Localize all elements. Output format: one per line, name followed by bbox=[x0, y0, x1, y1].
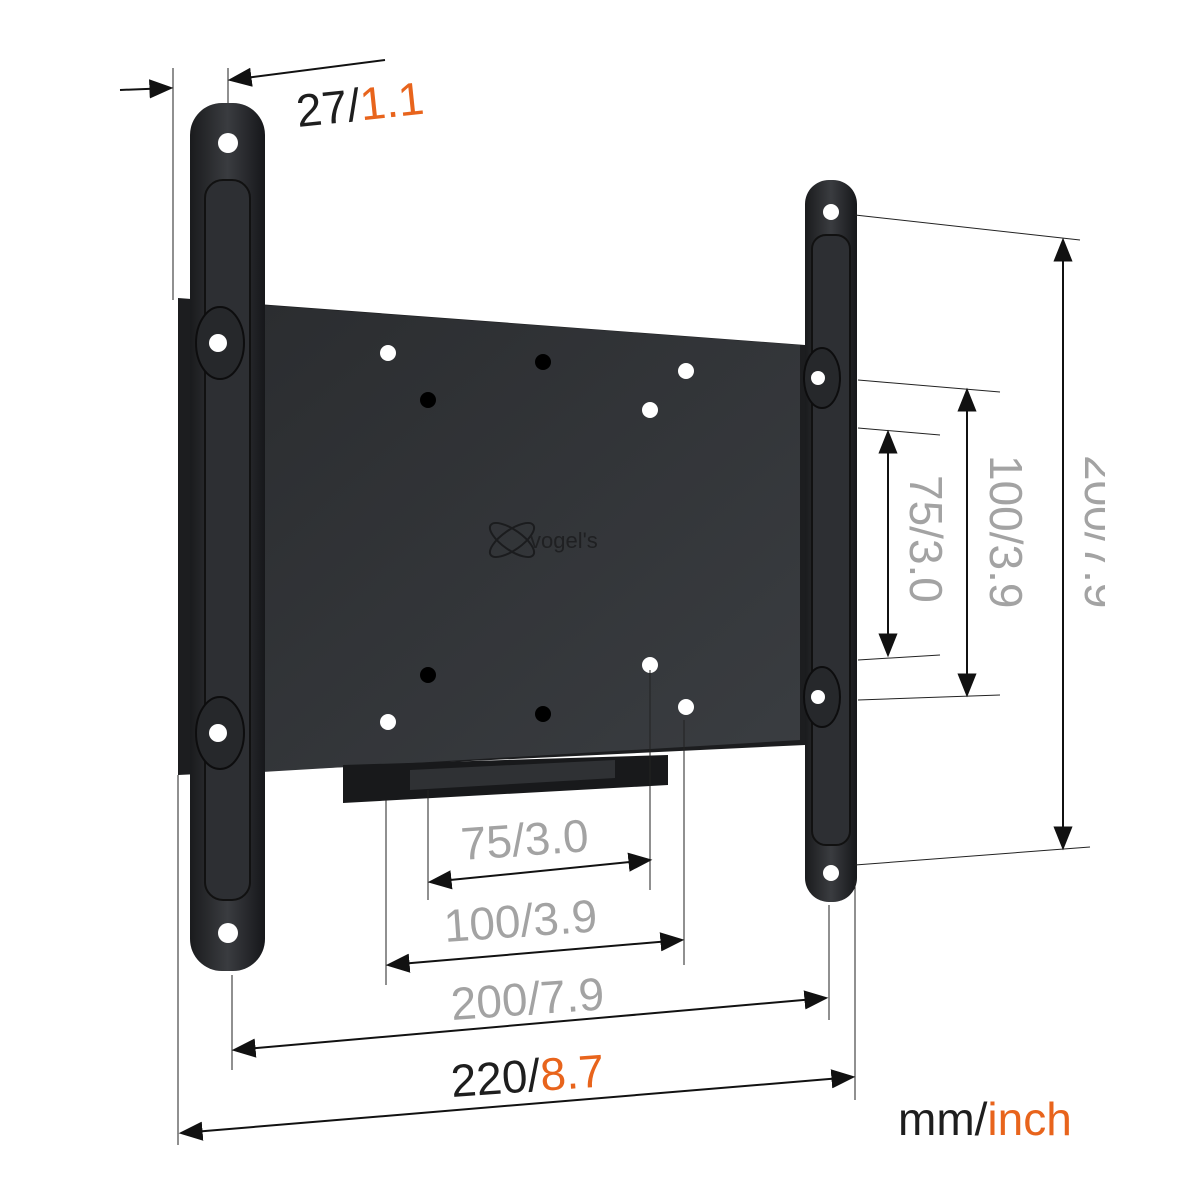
horizontal-dimensions: 75/3.0 100/3.9 200/7.9 220/8.7 bbox=[177, 670, 856, 1145]
svg-text:vogel's: vogel's bbox=[530, 528, 598, 553]
right-bracket bbox=[803, 180, 857, 902]
svg-text:100/3.9: 100/3.9 bbox=[442, 889, 599, 952]
svg-text:75/3.0: 75/3.0 bbox=[459, 809, 590, 870]
vogels-logo: vogel's bbox=[488, 521, 598, 559]
units-legend: mm/inch bbox=[898, 1093, 1072, 1145]
svg-text:100/3.9: 100/3.9 bbox=[980, 455, 1032, 608]
svg-text:27/1.1: 27/1.1 bbox=[294, 72, 427, 137]
vesa-holes bbox=[380, 345, 694, 730]
svg-text:mm/inch: mm/inch bbox=[898, 1093, 1072, 1145]
svg-text:200/7.9: 200/7.9 bbox=[449, 967, 606, 1030]
mounting-plate: vogel's bbox=[178, 298, 805, 803]
left-bracket bbox=[190, 103, 265, 971]
vertical-dimensions: 200/7.9 100/3.9 75/3.0 bbox=[854, 214, 1127, 866]
svg-text:220/8.7: 220/8.7 bbox=[449, 1044, 606, 1107]
depth-dimension: 27/1.1 bbox=[119, 59, 427, 300]
svg-text:75/3.0: 75/3.0 bbox=[900, 475, 952, 603]
